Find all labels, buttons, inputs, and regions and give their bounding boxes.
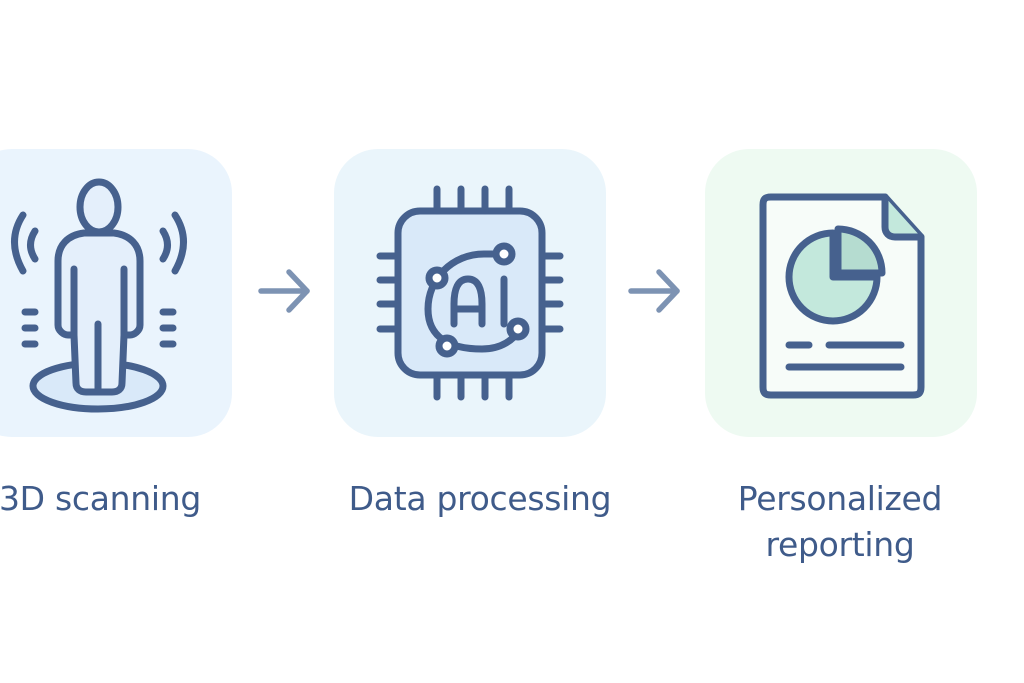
ai-chip-icon <box>376 185 564 401</box>
step-label-3d-scanning: 3D scanning <box>0 479 201 518</box>
step-label-line: reporting <box>765 525 915 564</box>
step-tile-3d-scanning <box>0 149 232 437</box>
arrow-right-icon <box>628 269 680 313</box>
report-pie-chart-icon <box>759 193 925 399</box>
step-tile-data-processing <box>334 149 606 437</box>
step-tile-personalized-reporting <box>705 149 977 437</box>
arrow-right-icon <box>258 269 310 313</box>
step-label-personalized-reporting: Personalized reporting <box>690 476 990 568</box>
step-label-data-processing: Data processing <box>348 479 612 518</box>
step-label-line: Personalized <box>737 479 943 518</box>
person-scan-icon <box>11 178 187 413</box>
